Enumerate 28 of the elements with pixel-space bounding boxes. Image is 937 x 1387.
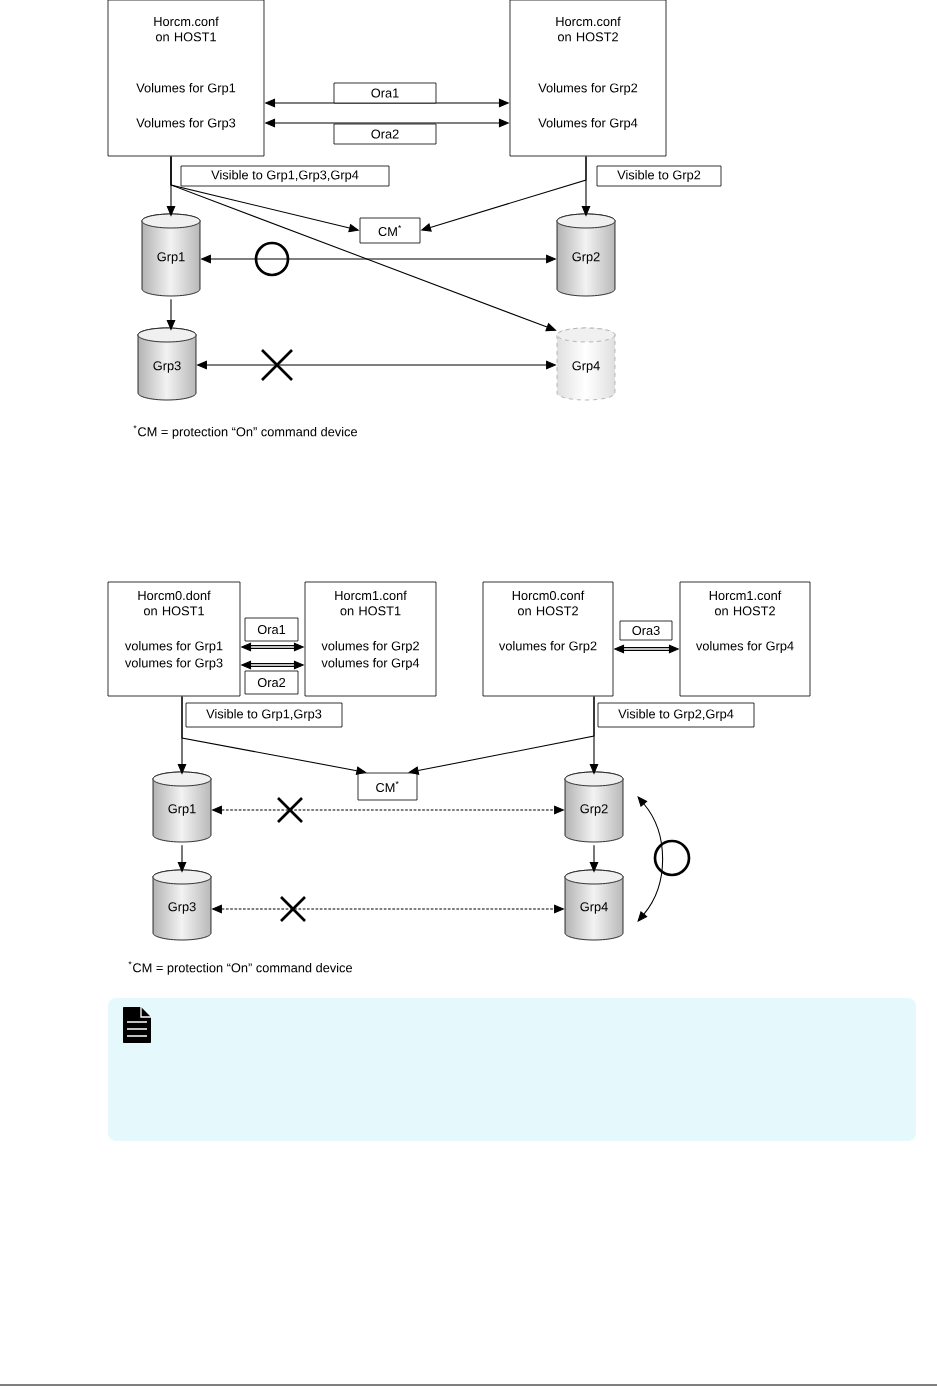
edge-label: Ora2 bbox=[244, 670, 299, 695]
volume-cylinder: Grp3 bbox=[152, 869, 212, 941]
visibility-label: Visible to Grp1,Grp3,Grp4 bbox=[180, 165, 390, 187]
config-box: Horcm1.conf on HOST1 volumes for Grp2 volumes for Grp4 bbox=[304, 581, 437, 697]
edge-label: Ora1 bbox=[333, 82, 437, 104]
volume-cylinder: Grp4 bbox=[564, 869, 624, 941]
config-box: Horcm0.conf on HOST2 volumes for Grp2 bbox=[482, 581, 614, 697]
volume-cylinder: Grp4 bbox=[556, 327, 616, 401]
config-box: Horcm0.donf on HOST1 volumes for Grp1 volumes for Grp3 bbox=[107, 581, 241, 697]
edge-label: Ora2 bbox=[333, 123, 437, 145]
footnote: $^{*}$CM = protection “On” command device bbox=[128, 961, 352, 975]
device-box: CM$^{*}$ bbox=[359, 217, 421, 244]
edge-label: Ora3 bbox=[619, 620, 673, 641]
config-box: Horcm.conf on HOST2 Volumes for Grp2 Volumes for Grp4 bbox=[509, 0, 667, 157]
footnote: $^{*}$CM = protection “On” command device bbox=[133, 425, 357, 439]
visibility-label: Visible to Grp2,Grp4 bbox=[597, 702, 755, 728]
edge-label: Ora1 bbox=[244, 617, 299, 642]
config-box: Horcm.conf on HOST1 Volumes for Grp1 Volumes for Grp3 bbox=[107, 0, 265, 157]
config-box: Horcm1.conf on HOST2 volumes for Grp4 bbox=[679, 581, 811, 697]
arrow bbox=[637, 796, 664, 922]
visibility-label: Visible to Grp1,Grp3 bbox=[185, 702, 343, 728]
volume-cylinder: Grp2 bbox=[556, 213, 616, 297]
device-box: CM$^{*}$ bbox=[357, 772, 418, 801]
volume-cylinder: Grp3 bbox=[137, 327, 197, 401]
volume-cylinder: Grp2 bbox=[564, 771, 624, 843]
visibility-label: Visible to Grp2 bbox=[596, 165, 722, 187]
volume-cylinder: Grp1 bbox=[152, 771, 212, 843]
volume-cylinder: Grp1 bbox=[141, 213, 201, 297]
